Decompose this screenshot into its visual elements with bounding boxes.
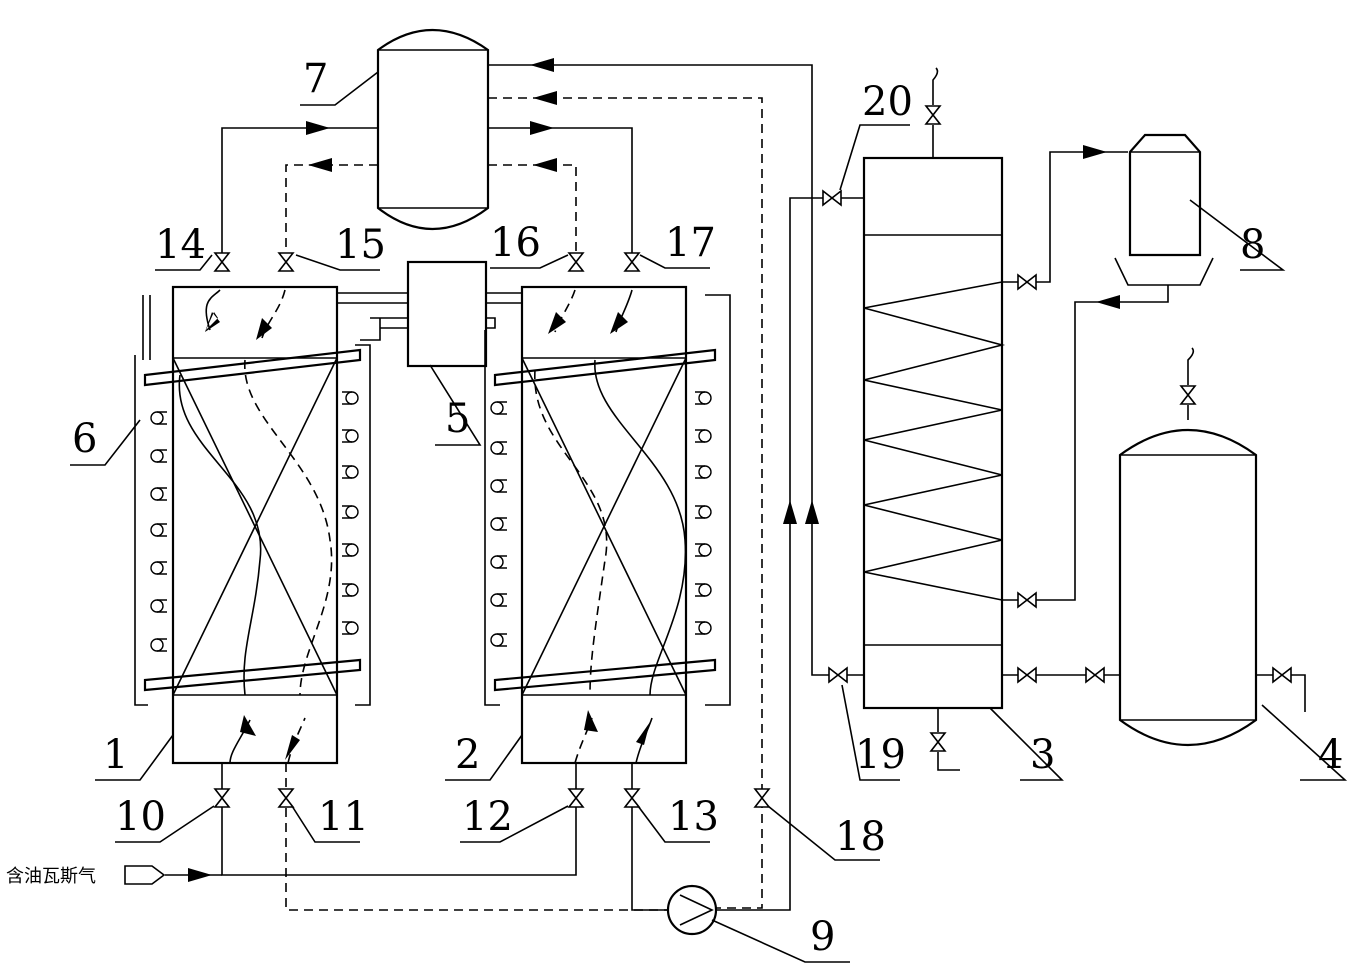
valve-19-symbol	[829, 668, 847, 682]
label-pump-9: 9	[810, 914, 835, 960]
label-valve-15: 15	[335, 222, 386, 268]
unit-5	[337, 262, 522, 366]
label-vessel-7: 7	[303, 56, 328, 102]
adsorption-bed-1	[135, 287, 370, 763]
adsorption-bed-2	[485, 287, 730, 763]
condenser-8	[1115, 135, 1213, 285]
inlet-nozzle	[125, 866, 164, 884]
column-3	[864, 68, 1168, 770]
valve-14-symbol	[215, 253, 229, 271]
heater-coils-right-2	[695, 392, 711, 634]
label-tank-4: 4	[1318, 732, 1343, 778]
tank-4	[1120, 348, 1305, 745]
label-unit-5: 5	[445, 396, 470, 442]
valve-17-symbol	[625, 253, 639, 271]
label-valve-11: 11	[318, 794, 369, 840]
valve-15-symbol	[279, 253, 293, 271]
label-heater-6: 6	[72, 416, 97, 462]
label-condenser-8: 8	[1240, 222, 1265, 268]
pump-9	[668, 886, 716, 934]
heater-coils-left-2	[491, 402, 507, 646]
label-valve-10: 10	[115, 794, 166, 840]
vessel-piping	[222, 58, 838, 908]
label-valve-16: 16	[490, 220, 541, 266]
valve-10-symbol	[215, 789, 229, 807]
valve-20-symbol	[823, 191, 841, 205]
valve-12-symbol	[569, 789, 583, 807]
label-valve-14: 14	[155, 222, 206, 268]
label-column-3: 3	[1030, 732, 1055, 778]
valve-11-symbol	[279, 789, 293, 807]
label-group: 7 6 5 8 4 3 1 2 14 15 16 17 10 11 12 13 …	[6, 56, 1343, 960]
label-bed-1: 1	[103, 732, 128, 778]
valve-16-symbol	[569, 253, 583, 271]
label-valve-20: 20	[862, 79, 913, 125]
heater-coils-right-1	[342, 392, 358, 634]
heater-coils-left-1	[151, 412, 167, 651]
label-valve-19: 19	[855, 732, 906, 778]
label-inlet-gas: 含油瓦斯气	[6, 866, 96, 887]
label-valve-13: 13	[668, 794, 719, 840]
label-valve-12: 12	[462, 794, 513, 840]
valve-18-symbol	[755, 789, 769, 807]
valve-13-symbol	[625, 789, 639, 807]
vessel-7	[378, 30, 488, 229]
label-valve-17: 17	[665, 220, 716, 266]
label-valve-18: 18	[835, 814, 886, 860]
label-bed-2: 2	[455, 732, 480, 778]
